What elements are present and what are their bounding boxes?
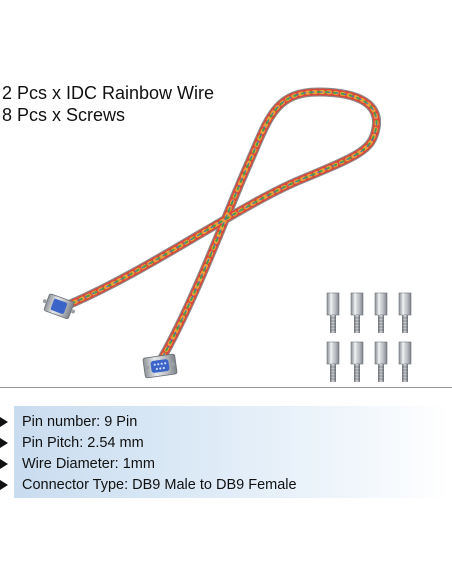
hex-standoff-screw-icon <box>350 292 364 333</box>
hex-standoff-screw-icon <box>398 292 412 333</box>
triangle-right-icon <box>0 480 8 490</box>
spec-item-connector-type: Connector Type: DB9 Male to DB9 Female <box>0 475 297 496</box>
hex-standoff-screw-icon <box>398 341 412 382</box>
product-image <box>42 87 412 382</box>
section-divider <box>0 387 452 388</box>
db9-connector-left <box>42 293 76 320</box>
spec-text: Connector Type: DB9 Male to DB9 Female <box>22 477 297 493</box>
headline-cable-qty: 2 Pcs x IDC Rainbow Wire <box>2 83 215 103</box>
hex-standoff-screw-icon <box>374 341 388 382</box>
ribbon-cable <box>63 87 382 363</box>
spec-item-wire-diameter: Wire Diameter: 1mm <box>0 454 297 475</box>
hex-standoff-screw-icon <box>374 292 388 333</box>
db9-connector-bottom <box>142 353 178 379</box>
hex-standoff-screw-icon <box>326 292 340 333</box>
headline-screw-qty: 8 Pcs x Screws <box>2 105 126 125</box>
spec-text: Pin number: 9 Pin <box>22 414 138 430</box>
triangle-right-icon <box>0 459 8 469</box>
triangle-right-icon <box>0 417 8 427</box>
spec-text: Wire Diameter: 1mm <box>22 456 155 472</box>
spec-panel-background <box>14 406 450 498</box>
triangle-right-icon <box>0 438 8 448</box>
hex-standoff-screw-icon <box>326 341 340 382</box>
spec-item-pin-pitch: Pin Pitch: 2.54 mm <box>0 433 297 454</box>
screws-group <box>326 292 412 382</box>
spec-text: Pin Pitch: 2.54 mm <box>22 435 144 451</box>
spec-list: Pin number: 9 Pin Pin Pitch: 2.54 mm Wir… <box>0 412 297 496</box>
hex-standoff-screw-icon <box>350 341 364 382</box>
spec-item-pin-number: Pin number: 9 Pin <box>0 412 297 433</box>
